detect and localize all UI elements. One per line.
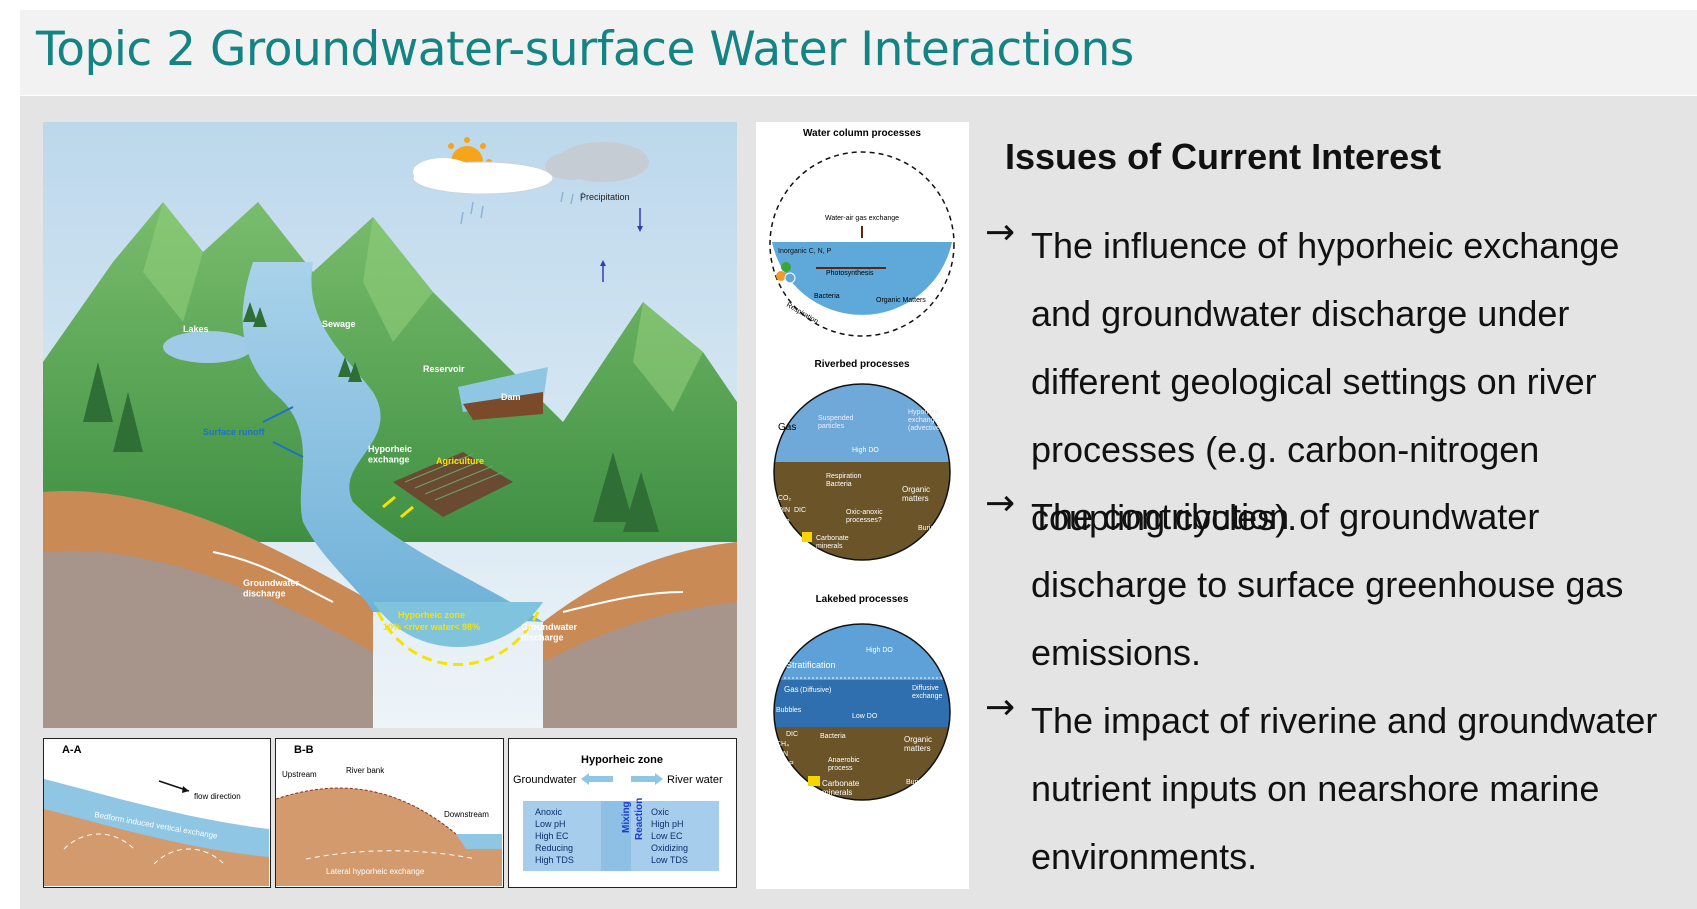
landscape-svg: Precipitation Lakes Sewage Reservoir Dam… — [43, 122, 737, 728]
lb-bubbles: Bubbles — [776, 707, 802, 714]
gas-exchange-label: Water-air gas exchange — [825, 215, 899, 222]
riverbed-title: Riverbed processes — [814, 359, 909, 370]
hz-list-item: Reducing — [535, 843, 573, 853]
panel-b-b-label: B-B — [294, 744, 314, 756]
hz-list-item: High EC — [535, 831, 569, 841]
rb-co2: CO₂ — [778, 495, 792, 502]
hz-list-item: Low EC — [651, 831, 683, 841]
lb-burial: Burial — [906, 779, 924, 786]
lakebed-title: Lakebed processes — [816, 594, 909, 605]
rb-gas: Gas — [778, 422, 796, 433]
title-bar — [20, 10, 1697, 95]
panel-a-a-svg: A-A flow direction Bedform induced verti… — [44, 744, 269, 886]
panel-b-b-svg: B-B Upstream River bank Downstream Later… — [276, 744, 502, 886]
inorganic-label: Inorganic C, N, P — [778, 248, 832, 255]
lateral-label: Lateral hyporheic exchange — [326, 867, 425, 876]
rb-din: DIN — [778, 507, 790, 514]
rb-dip: DIP — [778, 519, 790, 526]
organic-label: Organic Matters — [876, 297, 926, 304]
hz-list-item: High TDS — [535, 855, 574, 865]
lake — [163, 331, 253, 363]
hz-groundwater: Groundwater — [513, 774, 577, 786]
panel-hyporheic: Hyporheic zone Groundwater River water A… — [508, 738, 737, 888]
lb-dip: DIP — [782, 761, 794, 768]
reservoir-label: Reservoir — [423, 364, 465, 374]
lb-din: DIN — [776, 751, 788, 758]
issue-text: The impact of riverine and groundwater n… — [1031, 700, 1658, 877]
arrow-icon: → — [985, 687, 1016, 728]
upstream-label: Upstream — [282, 770, 317, 779]
panel-hyporheic-svg: Hyporheic zone Groundwater River water A… — [513, 754, 723, 871]
page-title: Topic 2 Groundwater-surface Water Intera… — [36, 22, 1134, 77]
photosynthesis-label: Photosynthesis — [826, 270, 874, 277]
hz-list-item: Low pH — [535, 819, 566, 829]
hyporheic-zone-range: 10% <river water< 98% — [383, 622, 480, 632]
issue-text: The influence of hyporheic exchange and … — [1031, 225, 1620, 538]
hz-list-item: Low TDS — [651, 855, 688, 865]
hz-list-item: Anoxic — [535, 807, 563, 817]
downstream-label: Downstream — [444, 810, 489, 819]
panel-a-a-label: A-A — [62, 744, 82, 756]
hz-mixing: Mixing — [621, 801, 632, 833]
lb-high-do: High DO — [866, 647, 893, 654]
bacteria-label: Bacteria — [814, 293, 840, 300]
hyporheic-zone-label: Hyporheic zone — [398, 610, 465, 620]
hz-list-item: Oxic — [651, 807, 670, 817]
rb-dic: DIC — [794, 507, 806, 514]
water-column-title: Water column processes — [803, 128, 921, 139]
rb-burial: Burial — [918, 525, 936, 532]
river-bank-label: River bank — [346, 766, 385, 775]
hz-title: Hyporheic zone — [581, 754, 663, 766]
agriculture-label: Agriculture — [436, 456, 484, 466]
hz-list-item: High pH — [651, 819, 684, 829]
hz-reaction: Reaction — [634, 798, 645, 840]
lb-low-do: Low DO — [852, 713, 878, 720]
issue-text: The contribution of groundwater discharg… — [1031, 496, 1624, 673]
lb-dic: DIC — [786, 731, 798, 738]
process-column: Water column processes Water-air gas exc… — [756, 122, 969, 889]
lb-ch4: CH₄ — [776, 741, 789, 748]
arrow-icon: → — [985, 212, 1016, 253]
lb-bacteria: Bacteria — [820, 733, 846, 740]
arrow-icon: → — [985, 483, 1016, 524]
surface-runoff-label: Surface runoff — [203, 427, 266, 437]
lb-stratification: Stratification — [786, 660, 836, 670]
lakes-label: Lakes — [183, 324, 209, 334]
flow-direction-label: flow direction — [194, 792, 241, 801]
hz-list-item: Oxidizing — [651, 843, 688, 853]
panel-a-a: A-A flow direction Bedform induced verti… — [43, 738, 271, 888]
landscape-diagram: Precipitation Lakes Sewage Reservoir Dam… — [43, 122, 737, 728]
issues-heading: Issues of Current Interest — [1005, 136, 1442, 177]
agriculture-field — [393, 452, 513, 517]
lb-gas: Gas — [784, 685, 799, 694]
dam-label: Dam — [501, 392, 521, 402]
process-svg: Water column processes Water-air gas exc… — [769, 128, 955, 801]
sewage-label: Sewage — [322, 319, 356, 329]
panel-b-b: B-B Upstream River bank Downstream Later… — [275, 738, 504, 888]
hz-river-water: River water — [667, 774, 723, 786]
precipitation-label: Precipitation — [580, 192, 630, 202]
lb-diffusive-small: (Diffusive) — [800, 687, 831, 694]
rb-high-do: High DO — [852, 447, 879, 454]
